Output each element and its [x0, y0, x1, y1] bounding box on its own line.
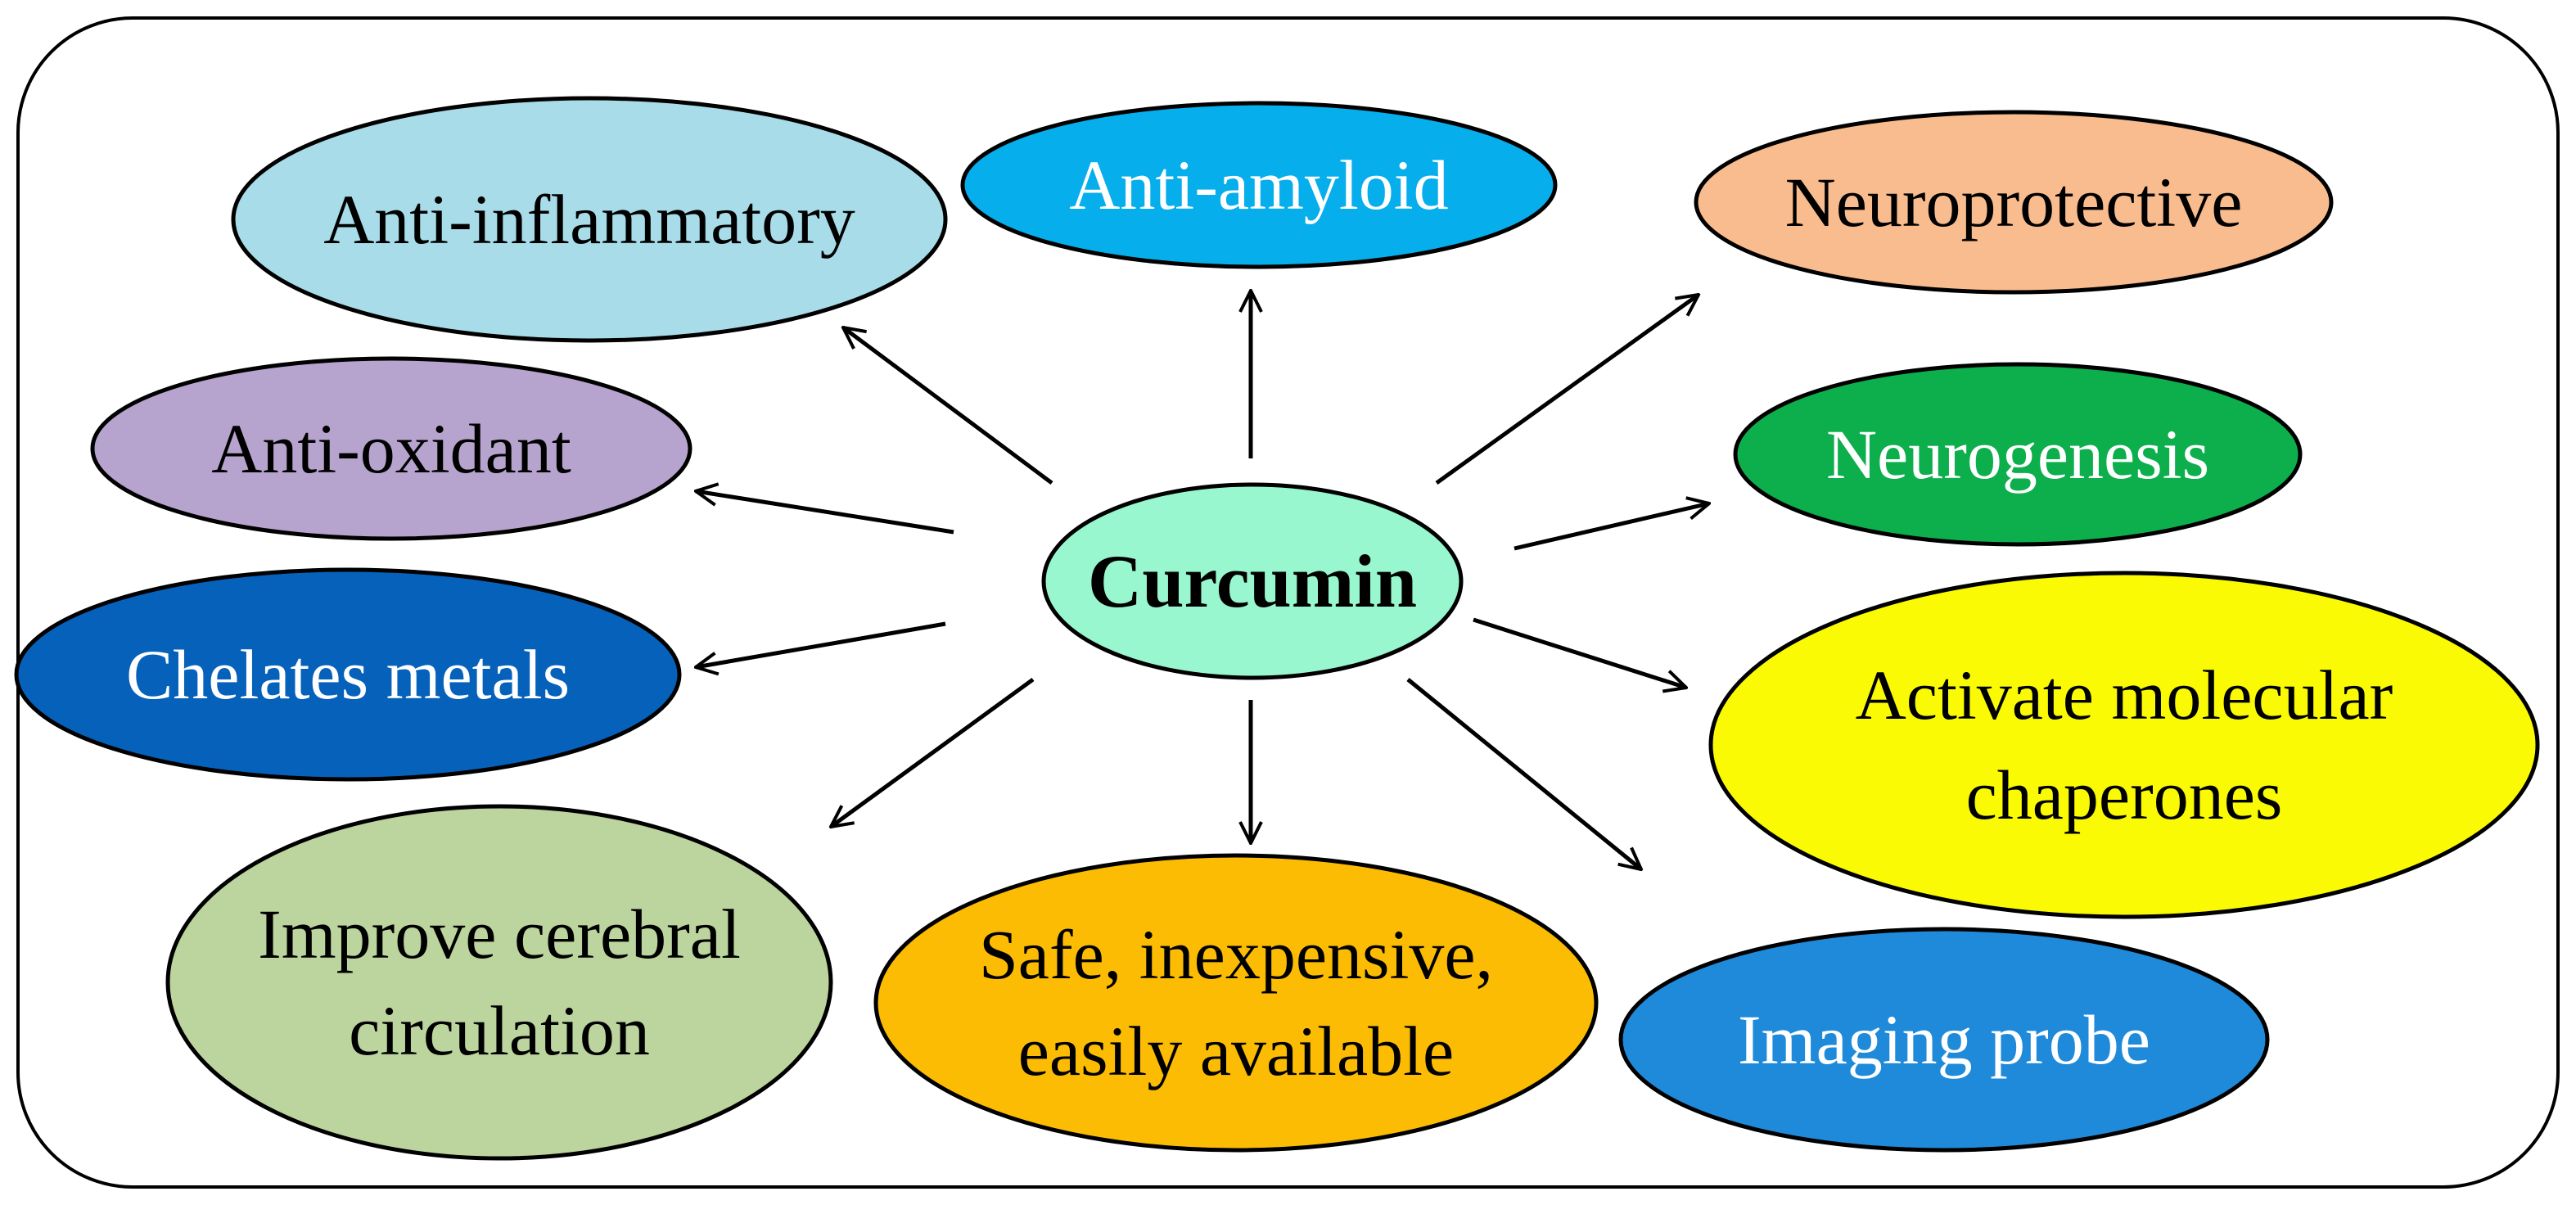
- node-neurogenesis: Neurogenesis: [1733, 362, 2303, 547]
- node-molecular-chaperones: Activate molecular chaperones: [1708, 571, 2540, 919]
- node-ellipse-neurogenesis: [1733, 362, 2303, 547]
- node-ellipse-chelates-metals: [14, 567, 682, 782]
- node-imaging-probe: Imaging probe: [1618, 927, 2270, 1153]
- node-ellipse-anti-amyloid: [960, 101, 1558, 269]
- node-label-safe-inexpensive-line-2: easily available: [1018, 1012, 1454, 1090]
- node-label-molecular-chaperones-line-2: chaperones: [1966, 756, 2283, 834]
- node-safe-inexpensive: Safe, inexpensive, easily available: [873, 853, 1599, 1153]
- arrow-3: [1435, 295, 1699, 485]
- arrow-7: [831, 677, 1035, 827]
- arrow-6: [696, 621, 946, 667]
- node-chelates-metals: Chelates metals: [14, 567, 682, 782]
- node-ellipse-anti-inflammatory: [231, 96, 948, 343]
- node-anti-oxidant: Anti-oxidant: [90, 356, 692, 541]
- node-label-molecular-chaperones-line-1: Activate molecular: [1856, 656, 2393, 734]
- center-node: Curcumin: [1041, 482, 1464, 680]
- node-neuroprotective: Neuroprotective: [1694, 110, 2334, 295]
- arrow-4: [696, 491, 954, 535]
- node-label-neurogenesis: Neurogenesis: [1826, 415, 2209, 494]
- node-ellipse-safe-inexpensive: [873, 853, 1599, 1153]
- node-label-safe-inexpensive-line-1: Safe, inexpensive,: [979, 915, 1493, 994]
- node-anti-amyloid: Anti-amyloid: [960, 101, 1558, 269]
- node-label-neuroprotective: Neuroprotective: [1785, 163, 2243, 241]
- node-ellipse-anti-oxidant: [90, 356, 692, 541]
- node-label-anti-amyloid: Anti-amyloid: [1069, 146, 1448, 224]
- arrow-1: [843, 327, 1053, 485]
- node-label-anti-inflammatory: Anti-inflammatory: [323, 180, 855, 259]
- arrow-9: [1406, 678, 1641, 869]
- node-ellipse-molecular-chaperones: [1708, 571, 2540, 919]
- node-label-anti-oxidant: Anti-oxidant: [211, 409, 571, 488]
- node-ellipse-neuroprotective: [1694, 110, 2334, 295]
- arrows-group: [696, 291, 1709, 869]
- node-label-cerebral-circulation-line-1: Improve cerebral: [258, 895, 741, 973]
- arrow-10: [1473, 617, 1686, 688]
- node-ellipse-cerebral-circulation: [165, 804, 833, 1161]
- node-cerebral-circulation: Improve cerebral circulation: [165, 804, 833, 1161]
- node-label-imaging-probe: Imaging probe: [1738, 1000, 2150, 1079]
- node-label-chelates-metals: Chelates metals: [126, 635, 570, 714]
- center-ellipse: [1041, 482, 1464, 680]
- node-label-cerebral-circulation-line-2: circulation: [349, 991, 650, 1070]
- node-anti-inflammatory: Anti-inflammatory: [231, 96, 948, 343]
- node-ellipse-imaging-probe: [1618, 927, 2270, 1153]
- arrow-5: [1514, 503, 1709, 551]
- center-label: Curcumin: [1088, 539, 1417, 623]
